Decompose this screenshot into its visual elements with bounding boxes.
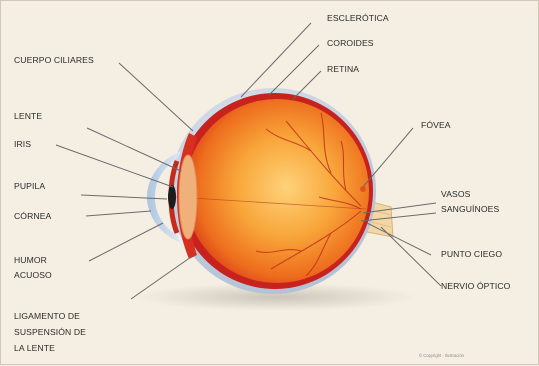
label-humor-line2: ACUOSO (14, 270, 52, 280)
label-lente: LENTE (14, 111, 42, 121)
label-vasos-line2: SANGUÍNOES (441, 204, 499, 214)
label-cornea: CÓRNEA (14, 211, 52, 221)
label-fovea: FÓVEA (421, 120, 451, 130)
pupil (168, 185, 176, 209)
label-coroides: COROIDES (327, 38, 374, 48)
copyright-credit: © Copyright · Ilustración (419, 353, 465, 358)
label-iris: IRIS (14, 139, 31, 149)
retina-interior (185, 99, 369, 283)
label-ligamento-line3: LA LENTE (14, 343, 55, 353)
label-punto-ciego: PUNTO CIEGO (441, 249, 502, 259)
label-nervio-optico: NERVIO ÓPTICO (441, 281, 511, 291)
label-vasos-line1: VASOS (441, 189, 471, 199)
label-esclerotica: ESCLERÓTICA (327, 13, 389, 23)
label-cuerpo-ciliares: CUERPO CILIARES (14, 55, 94, 65)
label-humor-line1: HUMOR (14, 255, 47, 265)
label-pupila: PUPILA (14, 181, 45, 191)
label-ligamento-line2: SUSPENSIÓN DE (14, 327, 86, 337)
label-retina: RETINA (327, 64, 359, 74)
lens (179, 155, 197, 239)
label-ligamento-line1: LIGAMENTO DE (14, 311, 80, 321)
